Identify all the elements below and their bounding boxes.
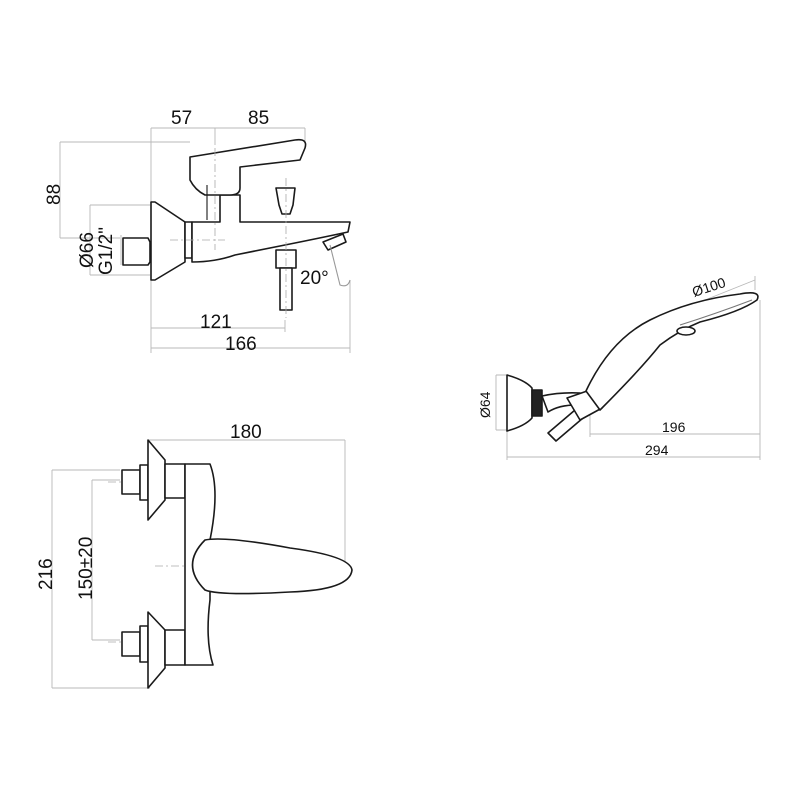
side-view-mixer: 57 85 88 Ø66 G1/2" 20° 121 166 bbox=[44, 108, 351, 355]
dim-196: 196 bbox=[662, 419, 686, 435]
dim-166: 166 bbox=[225, 334, 257, 355]
dim-diameter-64: Ø64 bbox=[477, 391, 493, 418]
dim-121: 121 bbox=[200, 312, 232, 333]
dim-150-centers: 150±20 bbox=[76, 537, 97, 600]
dim-57: 57 bbox=[171, 108, 192, 129]
dim-180: 180 bbox=[230, 422, 262, 443]
dim-88: 88 bbox=[44, 184, 65, 205]
dim-diameter-66: Ø66 bbox=[77, 232, 98, 268]
hand-shower: Ø100 Ø64 196 294 bbox=[477, 274, 761, 460]
dim-294: 294 bbox=[645, 442, 669, 458]
dim-angle: 20° bbox=[300, 268, 329, 289]
dim-85: 85 bbox=[248, 108, 269, 129]
dim-216: 216 bbox=[36, 558, 57, 590]
front-view-mixer: 180 216 150±20 bbox=[36, 422, 353, 689]
dim-thread: G1/2" bbox=[96, 227, 117, 275]
